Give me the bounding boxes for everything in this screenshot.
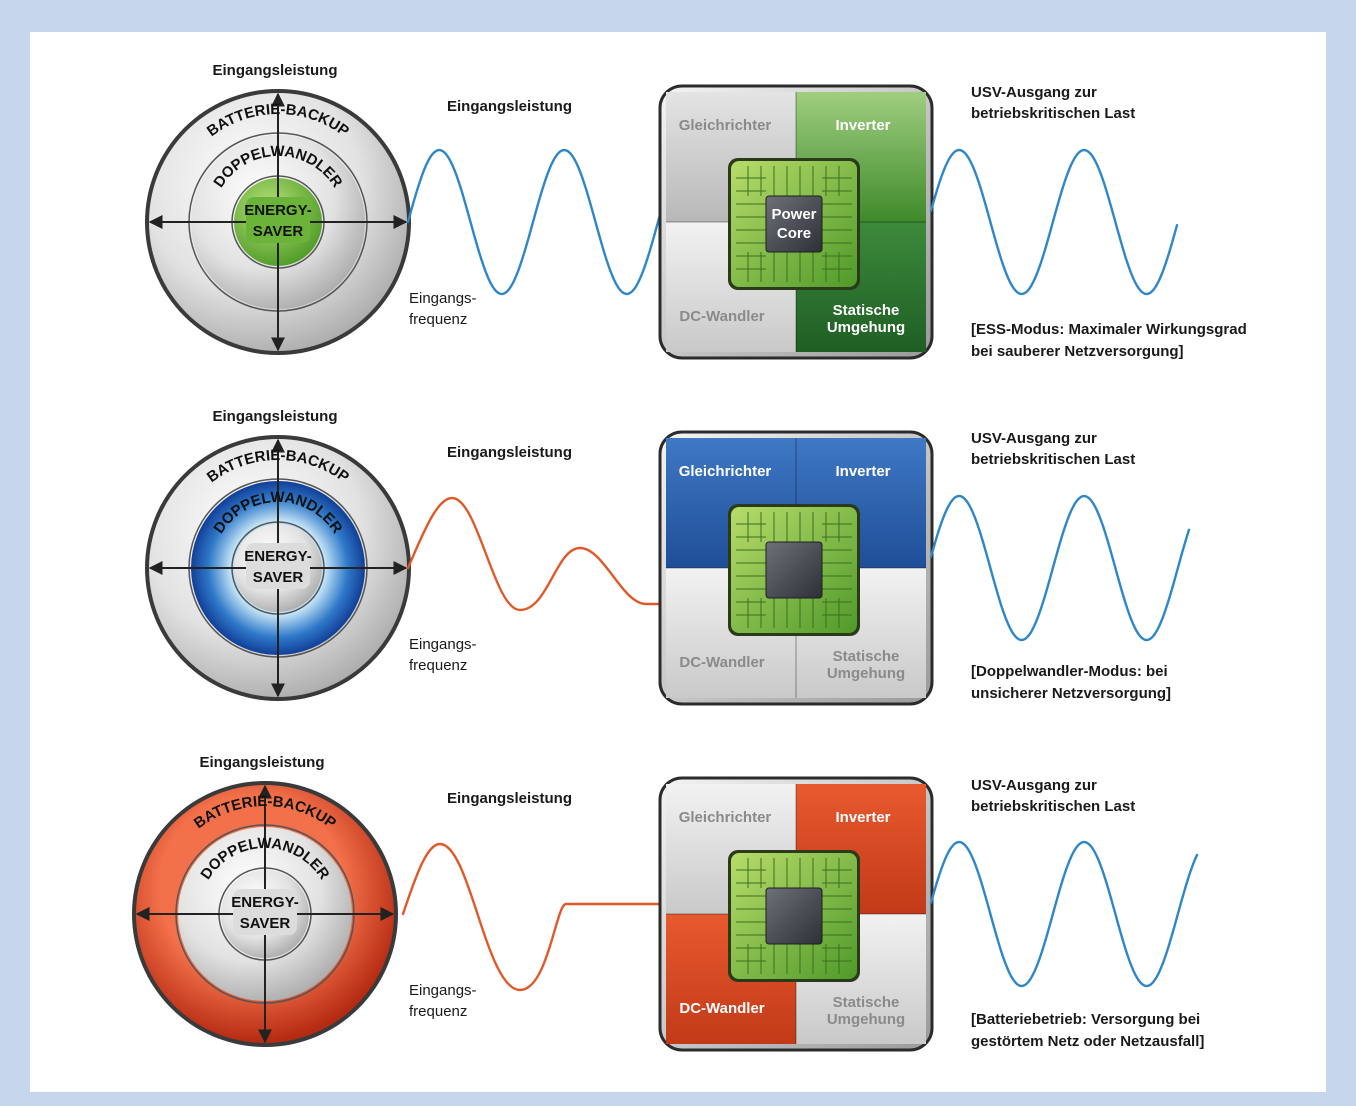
center-label-line2: SAVER bbox=[240, 915, 291, 932]
rectifier-label: Gleichrichter bbox=[679, 809, 772, 826]
center-label-line1: ENERGY- bbox=[244, 202, 312, 219]
mode-note-line2: gestörtem Netz oder Netzausfall] bbox=[971, 1033, 1204, 1050]
input-power-wave-label: Eingangsleistung bbox=[447, 790, 572, 807]
center-label-bg bbox=[233, 889, 297, 935]
chip-die bbox=[765, 195, 823, 253]
center-label-line2: SAVER bbox=[253, 223, 304, 240]
mode-row-ess: BATTERIE-BACKUPDOPPELWANDLERENERGY-SAVER… bbox=[145, 62, 1247, 360]
input-waveform bbox=[406, 496, 664, 612]
chip-label-line1: Power bbox=[771, 206, 816, 223]
chip-die bbox=[765, 887, 823, 945]
output-label-line2: betriebskritischen Last bbox=[971, 798, 1135, 815]
output-label-line1: USV-Ausgang zur bbox=[971, 84, 1097, 101]
output-label-line1: USV-Ausgang zur bbox=[971, 777, 1097, 794]
inverter-label: Inverter bbox=[835, 809, 890, 826]
input-waveform bbox=[401, 842, 664, 992]
mode-row-battery: BATTERIE-BACKUPDOPPELWANDLERENERGY-SAVER… bbox=[132, 754, 1204, 1052]
input-frequency-label-line1: Eingangs- bbox=[409, 290, 477, 307]
input-frequency-label-line1: Eingangs- bbox=[409, 636, 477, 653]
output-label-line2: betriebskritischen Last bbox=[971, 105, 1135, 122]
mode-note-line2: bei sauberer Netzversorgung] bbox=[971, 343, 1184, 360]
center-label-bg bbox=[246, 197, 310, 243]
bypass-label-line2: Umgehung bbox=[827, 665, 905, 682]
center-label-line1: ENERGY- bbox=[231, 894, 299, 911]
input-frequency-label-line2: frequenz bbox=[409, 1003, 467, 1020]
bypass-label-line1: Statische bbox=[833, 302, 900, 319]
mode-note-line2: unsicherer Netzversorgung] bbox=[971, 685, 1171, 702]
input-power-axis-label: Eingangsleistung bbox=[212, 62, 337, 79]
output-label-line2: betriebskritischen Last bbox=[971, 451, 1135, 468]
center-label-line1: ENERGY- bbox=[244, 548, 312, 565]
input-waveform bbox=[406, 148, 662, 296]
chip-die bbox=[765, 541, 823, 599]
input-power-wave-label: Eingangsleistung bbox=[447, 444, 572, 461]
output-label-line1: USV-Ausgang zur bbox=[971, 430, 1097, 447]
center-label-line2: SAVER bbox=[253, 569, 304, 586]
input-frequency-label-line1: Eingangs- bbox=[409, 982, 477, 999]
input-frequency-label-line2: frequenz bbox=[409, 657, 467, 674]
rectifier-label: Gleichrichter bbox=[679, 117, 772, 134]
power-core-chip bbox=[728, 850, 860, 982]
mode-note-line1: [ESS-Modus: Maximaler Wirkungsgrad bbox=[971, 321, 1247, 338]
mode-row-double: BATTERIE-BACKUPDOPPELWANDLERENERGY-SAVER… bbox=[145, 408, 1191, 706]
dc-converter-label: DC-Wandler bbox=[679, 654, 764, 671]
bypass-label-line1: Statische bbox=[833, 648, 900, 665]
rectifier-label: Gleichrichter bbox=[679, 463, 772, 480]
input-power-axis-label: Eingangsleistung bbox=[199, 754, 324, 771]
bypass-label-line2: Umgehung bbox=[827, 1011, 905, 1028]
mode-note-line1: [Doppelwandler-Modus: bei bbox=[971, 663, 1168, 680]
mode-note-line1: [Batteriebetrieb: Versorgung bei bbox=[971, 1011, 1200, 1028]
dc-converter-label: DC-Wandler bbox=[679, 1000, 764, 1017]
dc-converter-label: DC-Wandler bbox=[679, 308, 764, 325]
chip-label-line2: Core bbox=[777, 225, 811, 242]
input-power-axis-label: Eingangsleistung bbox=[212, 408, 337, 425]
inverter-label: Inverter bbox=[835, 463, 890, 480]
bypass-label-line2: Umgehung bbox=[827, 319, 905, 336]
output-waveform bbox=[929, 494, 1191, 642]
inverter-label: Inverter bbox=[835, 117, 890, 134]
bypass-label-line1: Statische bbox=[833, 994, 900, 1011]
output-waveform bbox=[929, 148, 1179, 296]
center-label-bg bbox=[246, 543, 310, 589]
input-power-wave-label: Eingangsleistung bbox=[447, 98, 572, 115]
power-core-chip bbox=[728, 504, 860, 636]
input-frequency-label-line2: frequenz bbox=[409, 311, 467, 328]
output-waveform bbox=[929, 840, 1199, 988]
